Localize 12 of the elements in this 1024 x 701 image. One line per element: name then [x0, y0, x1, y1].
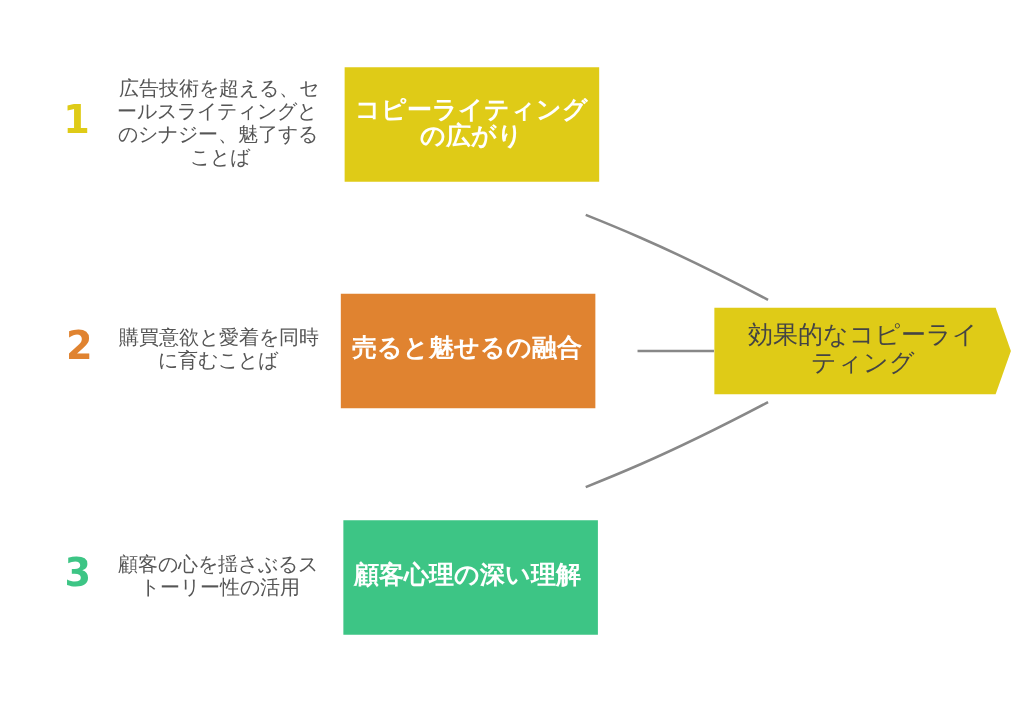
node-box: 売ると魅せるの融合 [340, 293, 596, 408]
node-label: 購買意欲と愛着を同時に育むことば [119, 324, 320, 372]
node-box: 顧客心理の深い理解 [343, 519, 598, 635]
node-label: 広告技術を超える、セールスライティングとのシナジー、魅了することば [116, 75, 320, 169]
node-label: 顧客の心を揺さぶるストーリー性の活用 [118, 551, 319, 599]
node-label: 3 [64, 550, 92, 595]
node-label: 2 [65, 323, 93, 368]
connector [585, 400, 769, 488]
node-label: 1 [63, 97, 90, 142]
connector [585, 213, 769, 301]
connector [637, 349, 714, 352]
node-box: コピーライティングの広がり [344, 66, 600, 182]
